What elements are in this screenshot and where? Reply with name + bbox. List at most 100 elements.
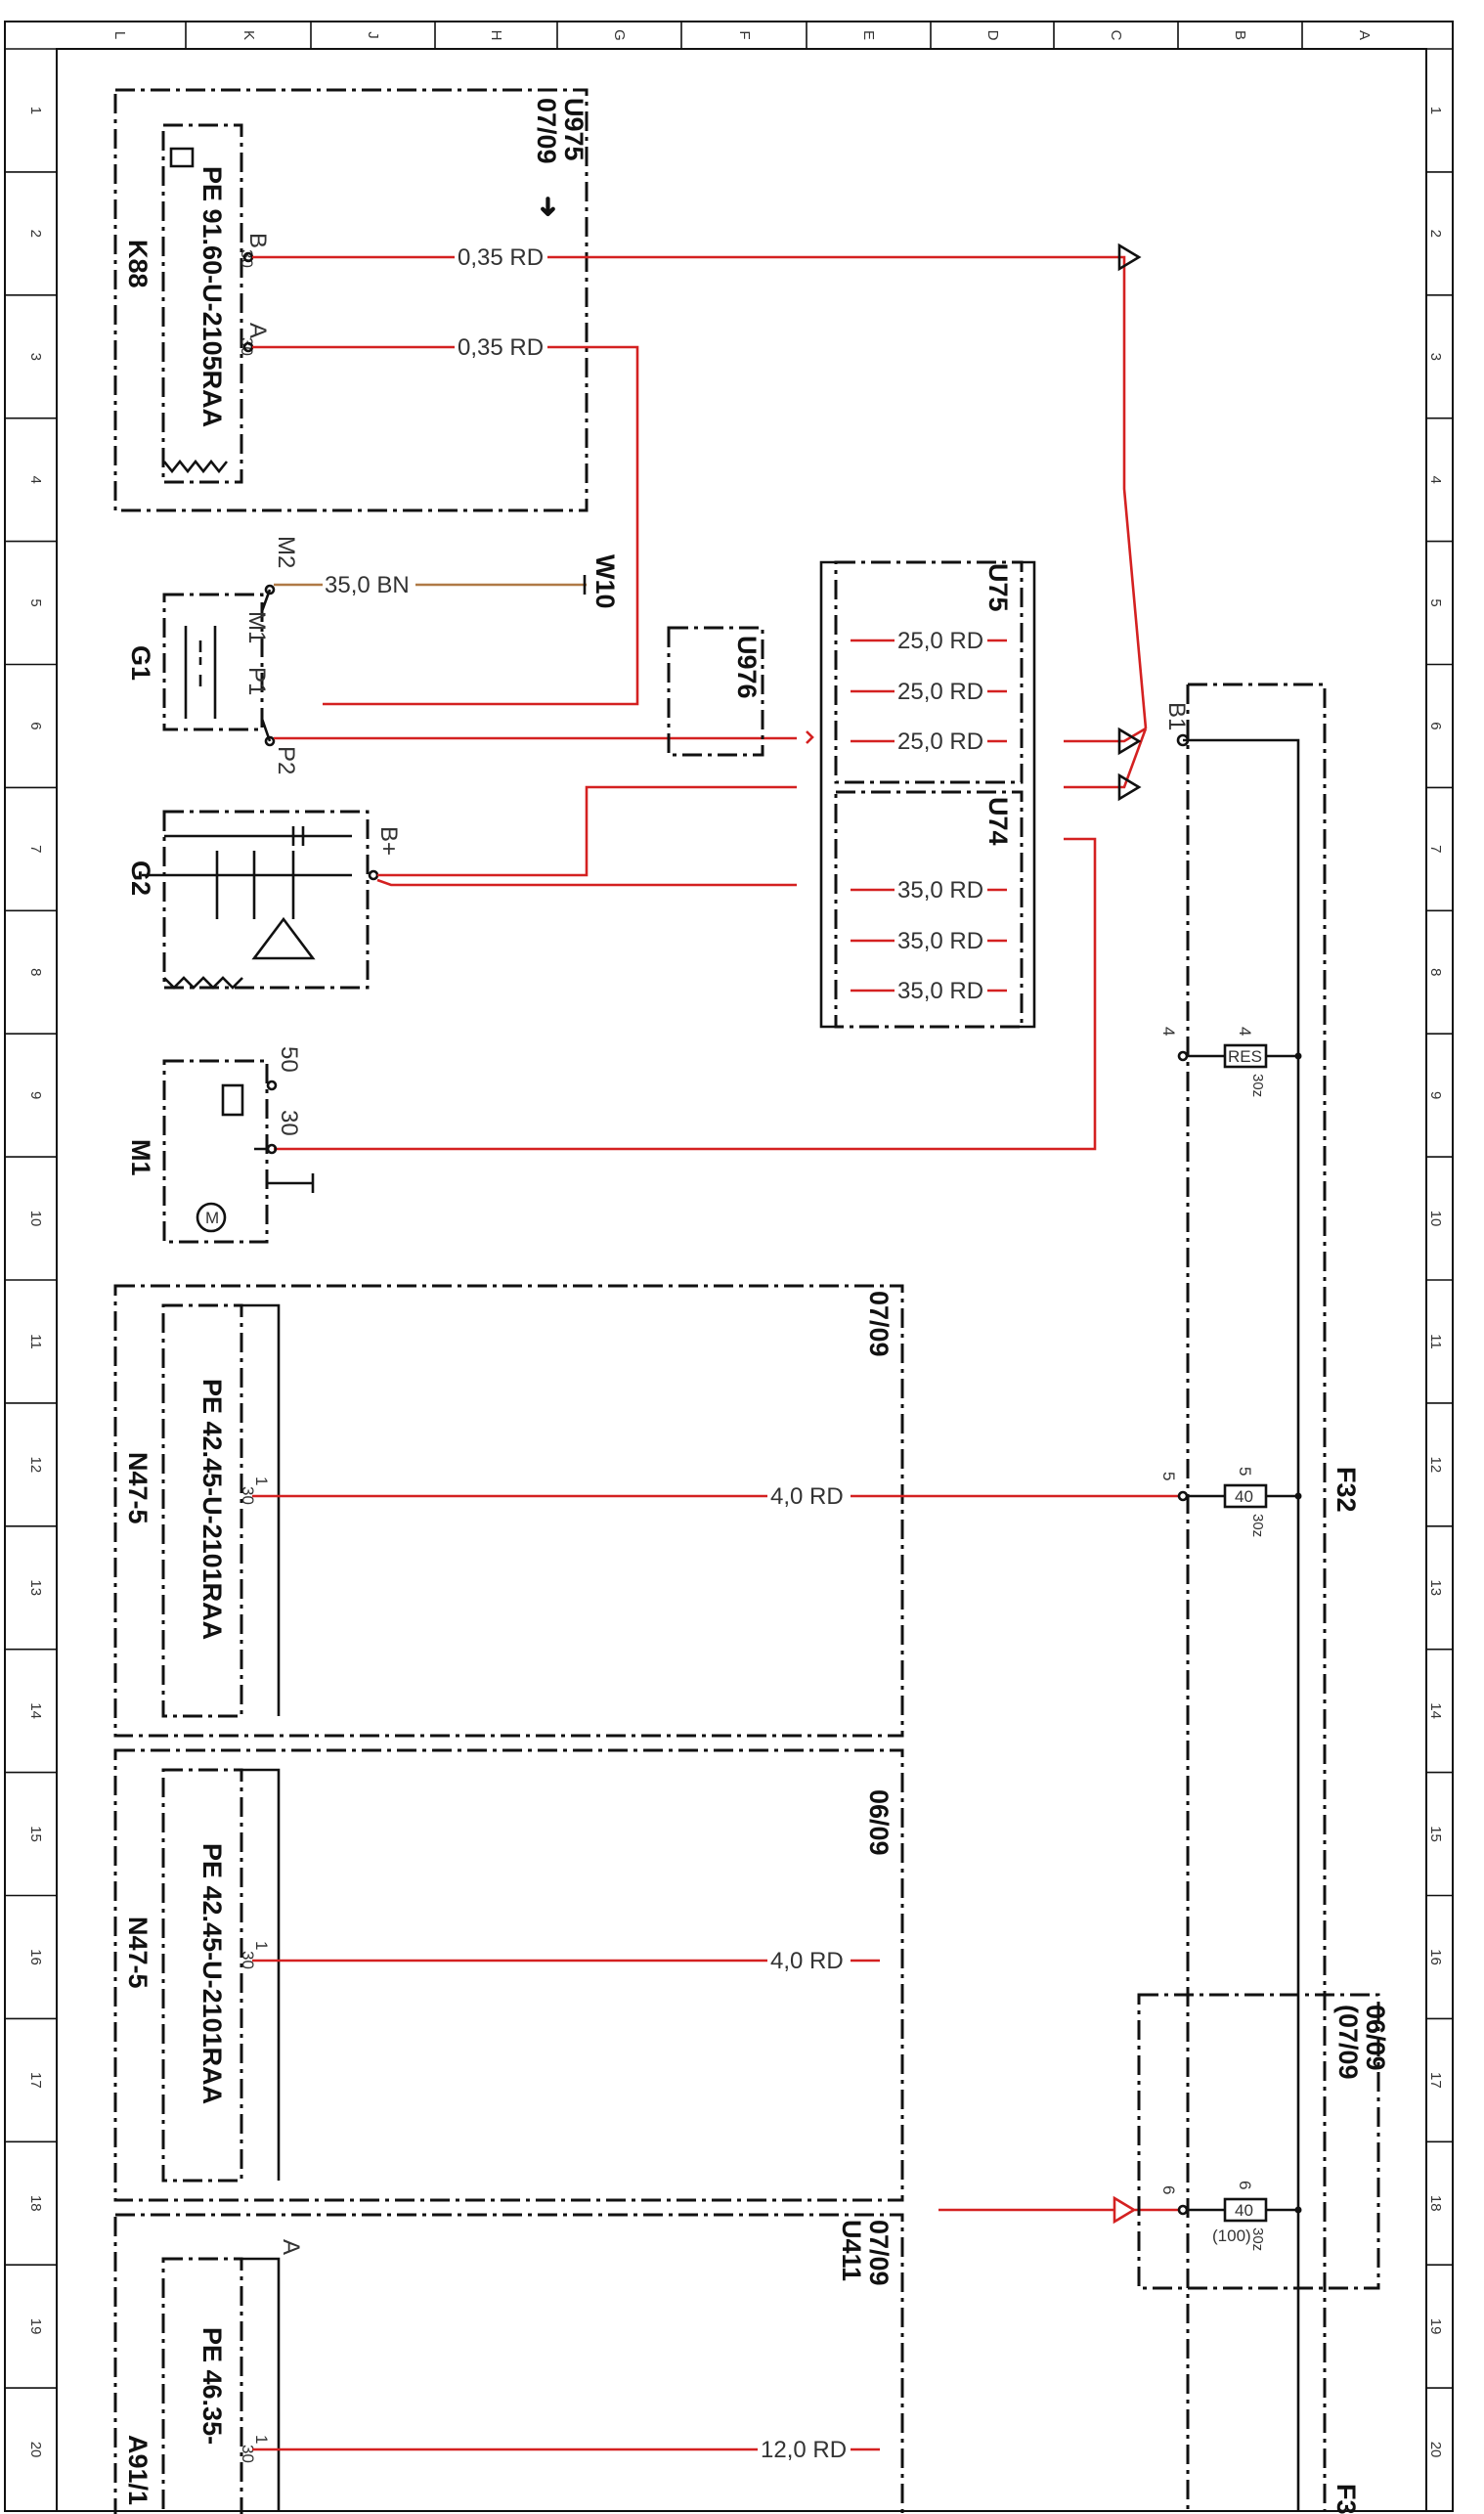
col-label-j: J (365, 31, 381, 39)
f32-tail: F3 (1331, 2484, 1361, 2514)
row-label-right-1: 1 (1427, 107, 1444, 114)
col-label-k: K (240, 30, 257, 40)
f32-b1: B1 (1163, 702, 1190, 730)
n47a-label: N47-5 (123, 1452, 153, 1524)
u75-label: U75 (983, 563, 1013, 612)
u975-sheet-ref: 07/09 (532, 98, 561, 164)
wire-k88-b-label: 0,35 RD (458, 244, 544, 271)
row-label-right-20: 20 (1427, 2442, 1444, 2458)
row-label-right-7: 7 (1427, 845, 1444, 853)
row-label-left-3: 3 (27, 353, 44, 361)
row-label-left-7: 7 (27, 845, 44, 853)
k88-term30-a: 30 (238, 337, 256, 356)
row-label-left-17: 17 (27, 2072, 44, 2089)
fuse4-term: 30z (1249, 1074, 1266, 1097)
w10-label: W10 (590, 554, 620, 609)
f32-fuse-box: B1 F32 F3 RES 4 4 30z 40 5 5 30z 06/09 (… (1137, 683, 1390, 2514)
row-label-right-15: 15 (1427, 1826, 1444, 1842)
u75-wire-1: 25,0 RD (897, 628, 983, 654)
row-label-right-6: 6 (1427, 722, 1444, 729)
row-label-right-9: 9 (1427, 1091, 1444, 1099)
u75-u74-bundle: U75 U74 25,0 RD 25,0 RD 25,0 RD 35,0 RD … (274, 560, 1148, 1151)
row-label-right-19: 19 (1427, 2318, 1444, 2335)
row-label-left-6: 6 (27, 722, 44, 729)
n47b-term: 30 (239, 1951, 257, 1969)
a91-label: A91/1 (123, 2435, 153, 2505)
row-label-right-18: 18 (1427, 2195, 1444, 2212)
g1-m1: M1 (243, 611, 270, 643)
k88-pin-a: A (244, 323, 271, 338)
col-label-a: A (1356, 30, 1373, 40)
u74-wire-3: 35,0 RD (897, 978, 983, 1004)
col-label-h: H (488, 30, 504, 41)
u975-label: U975 (559, 98, 589, 161)
wire-n47a-label: 4,0 RD (770, 1483, 844, 1510)
fuse5-term: 30z (1249, 1514, 1266, 1537)
wire-n47b-label: 4,0 RD (770, 1948, 844, 1974)
u411-sheet-ref: 07/09 (864, 2220, 894, 2286)
row-label-left-15: 15 (27, 1826, 44, 1842)
n47a-pin: 1 (252, 1477, 271, 1485)
info-book-icon (169, 147, 195, 168)
row-label-right-17: 17 (1427, 2072, 1444, 2089)
u411-label: U411 (837, 2220, 866, 2281)
row-label-right-16: 16 (1427, 1949, 1444, 1965)
fuse6-term: 30z (1249, 2227, 1266, 2251)
a91-module: A 07/09 U411 PE 46.35- A91/1 1 30 12,0 R… (113, 2213, 904, 2514)
row-label-left-11: 11 (27, 1334, 44, 1349)
g1-label: G1 (126, 645, 155, 681)
fuse5-label: 40 (1235, 1487, 1253, 1506)
row-label-right-5: 5 (1427, 598, 1444, 606)
k88-wires: 0,35 RD 0,35 RD (252, 243, 1148, 729)
row-label-right-13: 13 (1427, 1579, 1444, 1596)
col-label-d: D (984, 30, 1001, 41)
k88-module: U975 07/09 ➜ PE 91.60-U-2105RAA K88 B 30… (113, 88, 589, 512)
row-label-right-14: 14 (1427, 1702, 1444, 1719)
row-label-left-13: 13 (27, 1579, 44, 1596)
a91-term: 30 (239, 2445, 257, 2463)
u75-wire-3: 25,0 RD (897, 728, 983, 755)
n47b-pin: 1 (252, 1941, 271, 1950)
a91-pin: 1 (252, 2435, 271, 2444)
n47b-label: N47-5 (123, 1917, 153, 1989)
row-label-left-10: 10 (27, 1211, 44, 1227)
fuse6-sub: (100) (1212, 2227, 1251, 2245)
row-label-right-10: 10 (1427, 1211, 1444, 1227)
n47a-term: 30 (239, 1486, 257, 1505)
fuse5-fuse-pin: 5 (1236, 1467, 1254, 1476)
wire-k88-a-label: 0,35 RD (458, 334, 544, 361)
g1-wires: 35,0 BN W10 (274, 554, 814, 744)
n47-5-module-a: 07/09 PE 42.45-U-2101RAA N47-5 1 30 4,0 … (113, 1284, 1178, 1738)
k88-label: K88 (123, 240, 153, 288)
row-label-left-4: 4 (27, 475, 44, 483)
row-label-right-12: 12 (1427, 1457, 1444, 1474)
m1-t50: 50 (276, 1046, 302, 1073)
col-label-f: F (736, 30, 753, 39)
g2-bplus: B+ (375, 826, 402, 856)
k88-term30-b: 30 (238, 249, 256, 268)
connector-arrow (1117, 243, 1142, 272)
k88-ref: PE 91.60-U-2105RAA (197, 166, 227, 427)
g2-alternator: G2 B+ (126, 785, 797, 990)
m1-t30: 30 (276, 1110, 302, 1136)
k88-pin-b: B (244, 233, 271, 248)
a91-pin-a: A (278, 2239, 304, 2255)
g2-label: G2 (126, 860, 155, 896)
row-label-right-2: 2 (1427, 230, 1444, 238)
g1-p1: P1 (243, 667, 270, 695)
u74-wire-2: 35,0 RD (897, 928, 983, 954)
row-label-right-8: 8 (1427, 968, 1444, 976)
fuse6-fuse-pin: 6 (1236, 2181, 1254, 2189)
wire-a91-label: 12,0 RD (761, 2437, 847, 2463)
f32-subsheet-bottom: (07/09 (1333, 2005, 1363, 2080)
row-label-left-19: 19 (27, 2318, 44, 2335)
wire-g1-m2-label: 35,0 BN (325, 572, 410, 598)
u976-label: U976 (732, 636, 762, 699)
col-label-l: L (111, 31, 128, 39)
u74-wire-1: 35,0 RD (897, 877, 983, 904)
n47b-sheet-ref: 06/09 (864, 1789, 894, 1856)
m1-starter: M1 M 50 30 (126, 1046, 315, 1244)
row-label-left-20: 20 (27, 2442, 44, 2458)
n47b-ref: PE 42.45-U-2101RAA (197, 1843, 227, 2104)
